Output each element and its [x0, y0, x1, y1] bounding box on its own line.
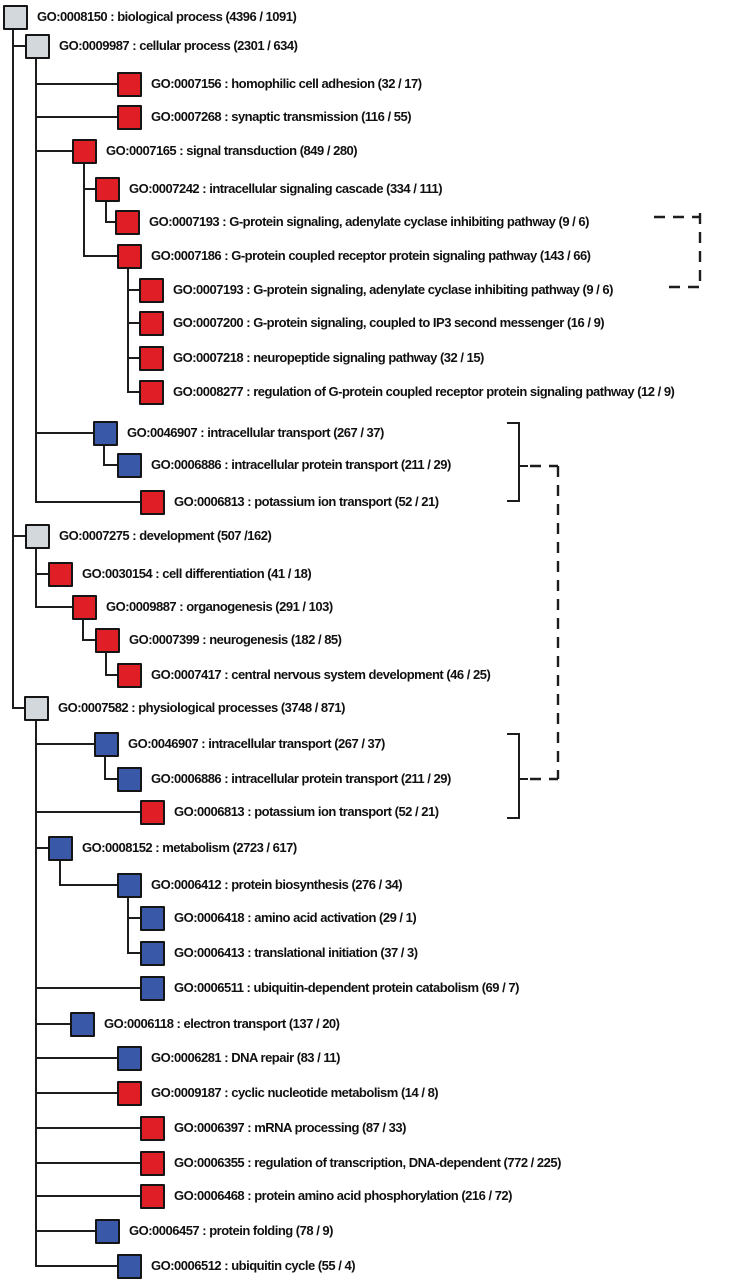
node-label-go-0007275: GO:0007275 : development (507 /162): [59, 528, 272, 543]
node-label-go-0006457: GO:0006457 : protein folding (78 / 9): [129, 1223, 334, 1238]
node-color-box-go-0046907: [94, 731, 119, 757]
node-label-go-0007186: GO:0007186 : G-protein coupled receptor …: [151, 248, 591, 263]
node-color-box-go-0006813: [140, 799, 165, 825]
node-label-go-0006468: GO:0006468 : protein amino acid phosphor…: [174, 1188, 512, 1203]
node-label-go-0009187: GO:0009187 : cyclic nucleotide metabolis…: [151, 1085, 439, 1100]
node-color-box-go-0006468: [140, 1183, 165, 1209]
node-color-box-go-0006886: [117, 452, 142, 478]
node-color-box-go-0006813: [140, 489, 165, 515]
node-color-box-go-0006457: [95, 1218, 120, 1244]
node-color-box-go-0046907: [93, 420, 118, 446]
node-color-box-go-0006118: [70, 1011, 95, 1037]
node-color-box-go-0008152: [48, 835, 73, 861]
node-label-go-0008150: GO:0008150 : biological process (4396 / …: [37, 9, 297, 24]
node-color-box-go-0007186: [117, 243, 142, 269]
node-label-go-0007193: GO:0007193 : G-protein signaling, adenyl…: [149, 214, 589, 229]
node-label-go-0006418: GO:0006418 : amino acid activation (29 /…: [174, 910, 417, 925]
node-color-box-go-0006886: [117, 766, 142, 792]
node-color-box-go-0007582: [24, 695, 49, 721]
node-color-box-go-0006355: [140, 1150, 165, 1176]
node-color-box-go-0006397: [140, 1115, 165, 1141]
node-color-box-go-0007417: [117, 662, 142, 688]
node-label-go-0007193: GO:0007193 : G-protein signaling, adenyl…: [173, 282, 613, 297]
node-color-box-go-0006511: [140, 975, 165, 1001]
node-color-box-go-0006412: [117, 872, 142, 898]
node-label-go-0009887: GO:0009887 : organogenesis (291 / 103): [106, 599, 333, 614]
node-color-box-go-0007165: [72, 138, 97, 164]
node-color-box-go-0007200: [139, 310, 164, 336]
node-color-box-go-0008150: [3, 4, 28, 30]
node-color-box-go-0006418: [140, 905, 165, 931]
node-label-go-0008277: GO:0008277 : regulation of G-protein cou…: [173, 384, 675, 399]
node-label-go-0007200: GO:0007200 : G-protein signaling, couple…: [173, 315, 605, 330]
node-label-go-0009987: GO:0009987 : cellular process (2301 / 63…: [59, 38, 298, 53]
node-label-go-0006813: GO:0006813 : potassium ion transport (52…: [174, 494, 439, 509]
node-label-go-0007165: GO:0007165 : signal transduction (849 / …: [106, 143, 358, 158]
node-label-go-0007399: GO:0007399 : neurogenesis (182 / 85): [129, 632, 342, 647]
node-label-go-0008152: GO:0008152 : metabolism (2723 / 617): [82, 840, 297, 855]
node-color-box-go-0007242: [95, 176, 120, 202]
node-label-go-0007417: GO:0007417 : central nervous system deve…: [151, 667, 491, 682]
node-color-box-go-0030154: [48, 561, 73, 587]
node-color-box-go-0006512: [117, 1253, 142, 1279]
node-color-box-go-0007218: [139, 345, 164, 371]
node-label-go-0007218: GO:0007218 : neuropeptide signaling path…: [173, 350, 484, 365]
node-label-go-0006355: GO:0006355 : regulation of transcription…: [174, 1155, 561, 1170]
node-color-box-go-0007399: [95, 627, 120, 653]
node-label-go-0006813: GO:0006813 : potassium ion transport (52…: [174, 804, 439, 819]
node-label-go-0006281: GO:0006281 : DNA repair (83 / 11): [151, 1050, 340, 1065]
node-label-go-0046907: GO:0046907 : intracellular transport (26…: [128, 736, 385, 751]
node-label-go-0030154: GO:0030154 : cell differentiation (41 / …: [82, 566, 312, 581]
bracket-intracellular-transport-2: [507, 733, 520, 819]
node-label-go-0007268: GO:0007268 : synaptic transmission (116 …: [151, 109, 412, 124]
node-color-box-go-0009187: [117, 1080, 142, 1106]
node-label-go-0007156: GO:0007156 : homophilic cell adhesion (3…: [151, 76, 422, 91]
node-color-box-go-0007193: [115, 209, 140, 235]
bracket-intracellular-transport-1: [507, 422, 520, 502]
node-label-go-0006118: GO:0006118 : electron transport (137 / 2…: [104, 1016, 340, 1031]
node-color-box-go-0007156: [117, 71, 142, 97]
node-label-go-0006397: GO:0006397 : mRNA processing (87 / 33): [174, 1120, 406, 1135]
node-label-go-0006412: GO:0006412 : protein biosynthesis (276 /…: [151, 877, 403, 892]
node-label-go-0006886: GO:0006886 : intracellular protein trans…: [151, 457, 451, 472]
node-color-box-go-0006413: [140, 940, 165, 966]
node-label-go-0006413: GO:0006413 : translational initiation (3…: [174, 945, 418, 960]
node-color-box-go-0007268: [117, 104, 142, 130]
node-color-box-go-0006281: [117, 1045, 142, 1071]
node-label-go-0046907: GO:0046907 : intracellular transport (26…: [127, 425, 384, 440]
node-color-box-go-0009987: [25, 33, 50, 59]
node-color-box-go-0009887: [72, 594, 97, 620]
node-color-box-go-0008277: [139, 379, 164, 405]
node-color-box-go-0007193: [139, 277, 164, 303]
node-label-go-0006886: GO:0006886 : intracellular protein trans…: [151, 771, 451, 786]
node-color-box-go-0007275: [25, 523, 50, 549]
node-label-go-0007242: GO:0007242 : intracellular signaling cas…: [129, 181, 443, 196]
node-label-go-0007582: GO:0007582 : physiological processes (37…: [58, 700, 345, 715]
node-label-go-0006512: GO:0006512 : ubiquitin cycle (55 / 4): [151, 1258, 356, 1273]
node-label-go-0006511: GO:0006511 : ubiquitin-dependent protein…: [174, 980, 519, 995]
